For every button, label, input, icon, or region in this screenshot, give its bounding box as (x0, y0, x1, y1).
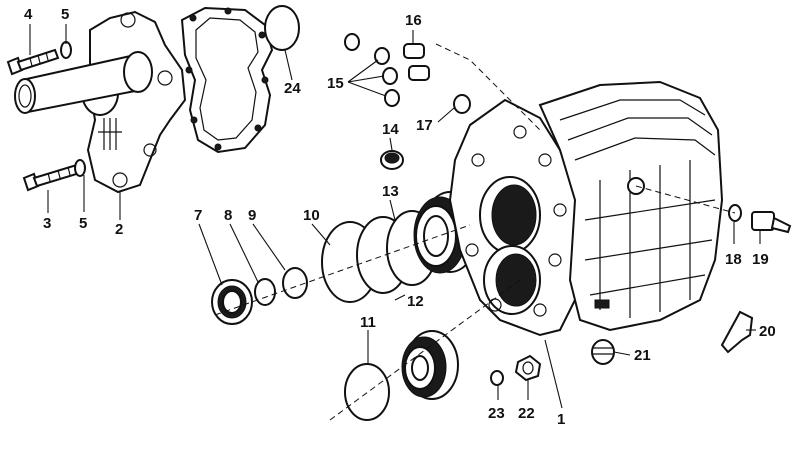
callout-3: 3 (43, 215, 51, 232)
callout-labels: 4 5 3 5 2 7 8 9 10 11 12 13 14 15 16 17 … (24, 6, 776, 428)
snap-ring-24-part (264, 5, 300, 51)
callout-12: 12 (407, 293, 424, 310)
ring-9-part (282, 267, 308, 299)
callout-14: 14 (382, 121, 399, 138)
callout-5-top: 5 (61, 6, 69, 23)
washer-5-top-part (60, 41, 72, 59)
plug-17-part (453, 94, 471, 114)
callout-1: 1 (557, 411, 565, 428)
callout-20: 20 (759, 323, 776, 340)
drain-plug-21-part (591, 339, 615, 365)
leader-lines (29, 24, 761, 409)
callout-22: 22 (518, 405, 535, 422)
bolt-4-part (6, 48, 60, 76)
intermediate-plate-part (448, 98, 587, 337)
callout-10: 10 (303, 207, 320, 224)
callout-24: 24 (284, 80, 301, 97)
callout-21: 21 (634, 347, 651, 364)
callout-11: 11 (360, 314, 376, 331)
callout-2: 2 (115, 221, 123, 238)
nut-22-part (514, 354, 542, 382)
ball-bearing-lower-part (401, 330, 459, 400)
callout-17: 17 (416, 117, 433, 134)
callout-5-bottom: 5 (79, 215, 87, 232)
plug-14-part (380, 150, 404, 170)
gasket-part (180, 6, 274, 154)
washer-5-bottom-part (74, 159, 86, 177)
axis-line-bushings (435, 43, 541, 131)
axis-line-switch (635, 185, 736, 214)
shim-11-part (344, 363, 390, 421)
shaft-seal-7-part (211, 279, 253, 325)
callout-16: 16 (405, 12, 422, 29)
gearbox-case-part (538, 80, 724, 332)
axis-line-upper (214, 224, 471, 316)
circlip-8-part (254, 278, 276, 306)
switch-19-part (751, 211, 792, 234)
bushings-15-16-part (344, 33, 430, 107)
callout-4: 4 (24, 6, 33, 23)
callout-8: 8 (224, 207, 232, 224)
washer-23-part (490, 370, 504, 386)
callout-7: 7 (194, 207, 202, 224)
callout-13: 13 (382, 183, 399, 200)
callout-23: 23 (488, 405, 505, 422)
front-cover-part (14, 10, 187, 194)
callout-18: 18 (725, 251, 742, 268)
bracket-20-part (720, 310, 754, 354)
callout-15: 15 (327, 75, 344, 92)
callout-19: 19 (752, 251, 769, 268)
callout-9: 9 (248, 207, 256, 224)
